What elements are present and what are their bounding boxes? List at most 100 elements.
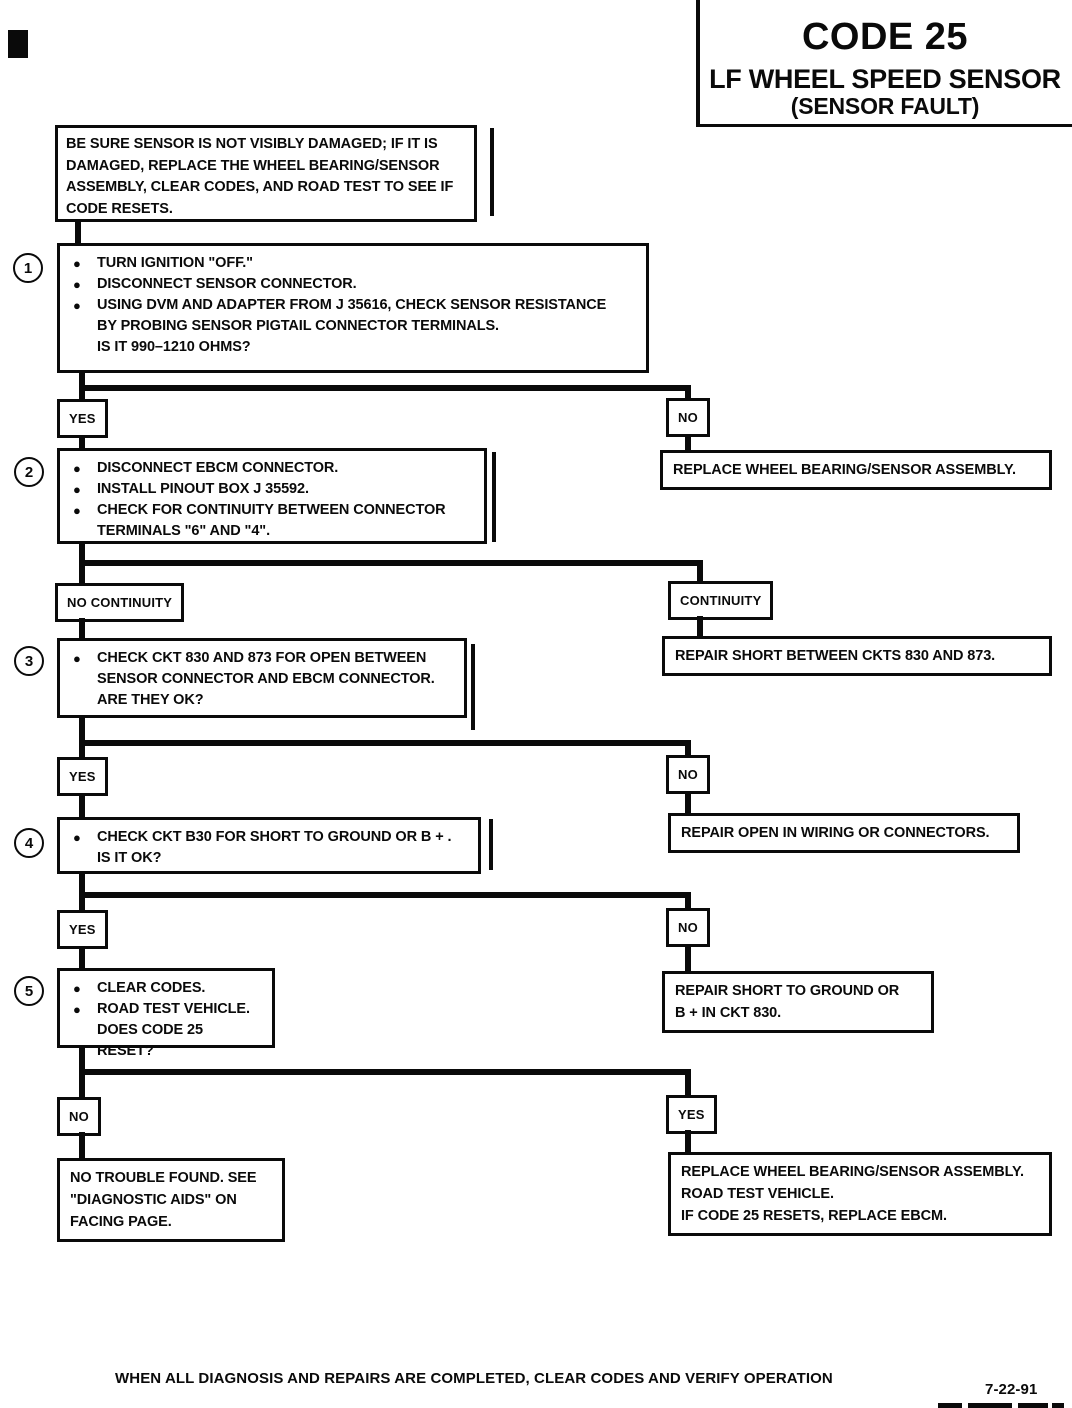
connector — [79, 566, 85, 584]
connector — [79, 385, 691, 391]
step-2-bullet-1-text: DISCONNECT EBCM CONNECTOR. — [97, 460, 339, 476]
step-3-box: ● CHECK CKT 830 AND 873 FOR OPEN BETWEEN … — [57, 638, 467, 718]
decision-4-yes: YES — [57, 910, 108, 949]
step-1-box: ● TURN IGNITION "OFF." ● DISCONNECT SENSOR… — [57, 243, 649, 373]
step-3-bullet-1-text: CHECK CKT 830 AND 873 FOR OPEN BETWEEN S… — [97, 650, 435, 708]
connector — [79, 892, 691, 898]
revision-bar — [471, 644, 475, 730]
decision-5-yes: YES — [666, 1095, 717, 1134]
bullet-icon: ● — [73, 461, 81, 476]
step-5-bullet-1: ● CLEAR CODES. — [70, 978, 262, 999]
cutoff-text-mark — [968, 1403, 1012, 1408]
bullet-icon: ● — [73, 981, 81, 996]
revision-bar — [492, 452, 496, 542]
decision-3-no: NO — [666, 755, 710, 794]
connector — [685, 391, 691, 400]
step-5-box: ● CLEAR CODES. ● ROAD TEST VEHICLE. DOES C… — [57, 968, 275, 1059]
decision-2-continuity: CONTINUITY — [668, 581, 774, 620]
connector — [79, 740, 691, 746]
connector — [79, 560, 703, 566]
step-number-4: 4 — [14, 828, 44, 858]
connector — [685, 944, 691, 973]
step-2-box: ● DISCONNECT EBCM CONNECTOR. ● INSTALL PIN… — [57, 448, 487, 544]
step-4-bullet-1: ● CHECK CKT B30 FOR SHORT TO GROUND OR B … — [70, 827, 468, 869]
step-number-2-label: 2 — [24, 463, 34, 481]
connector — [79, 1075, 85, 1098]
bullet-icon: ● — [73, 503, 81, 518]
step-1-bullet-1: ● TURN IGNITION "OFF." — [70, 253, 636, 274]
step-1-bullet-1-text: TURN IGNITION "OFF." — [97, 255, 253, 271]
connector — [685, 434, 691, 452]
step-2-bullet-2-text: INSTALL PINOUT BOX J 35592. — [97, 481, 309, 497]
page-title-line2: (SENSOR FAULT) — [790, 93, 980, 119]
connector — [79, 435, 85, 450]
connector — [697, 566, 703, 582]
decision-2-no-continuity: NO CONTINUITY — [55, 583, 185, 622]
action-no-trouble-found: NO TROUBLE FOUND. SEE "DIAGNOSTIC AIDS" … — [57, 1158, 285, 1242]
decision-5-no: NO — [57, 1097, 101, 1136]
connector — [79, 618, 85, 639]
cutoff-text-mark — [1018, 1403, 1048, 1408]
connector — [685, 791, 691, 814]
cutoff-text-mark — [938, 1403, 962, 1408]
connector — [79, 946, 85, 969]
page-title-line1: LF WHEEL SPEED SENSOR — [709, 64, 1061, 94]
bullet-icon: ● — [73, 298, 81, 313]
action-repair-open-wiring: REPAIR OPEN IN WIRING OR CONNECTORS. — [668, 813, 1020, 853]
title-box-bottom-border — [696, 124, 1072, 127]
scan-artifact — [8, 30, 28, 58]
footer-instruction: WHEN ALL DIAGNOSIS AND REPAIRS ARE COMPL… — [115, 1370, 833, 1387]
step-1-bullet-2: ● DISCONNECT SENSOR CONNECTOR. — [70, 274, 636, 295]
decision-1-yes: YES — [57, 399, 108, 438]
connector — [79, 544, 85, 566]
bullet-icon: ● — [73, 830, 81, 845]
title-box-left-border — [696, 0, 700, 127]
connector — [79, 391, 85, 401]
revision-bar — [489, 819, 493, 870]
connector — [79, 1048, 85, 1073]
step-5-bullet-2: ● ROAD TEST VEHICLE. DOES CODE 25 RESET? — [70, 999, 262, 1062]
connector — [79, 746, 85, 758]
step-number-5-label: 5 — [24, 982, 34, 1000]
decision-4-no: NO — [666, 908, 710, 947]
step-number-3: 3 — [14, 646, 44, 676]
bullet-icon: ● — [73, 256, 81, 271]
decision-1-no: NO — [666, 398, 710, 437]
step-3-bullet-1: ● CHECK CKT 830 AND 873 FOR OPEN BETWEEN … — [70, 648, 454, 711]
action-repair-short-830-873: REPAIR SHORT BETWEEN CKTS 830 AND 873. — [662, 636, 1052, 676]
step-1-bullet-3-text: USING DVM AND ADAPTER FROM J 35616, CHEC… — [97, 297, 607, 355]
bullet-icon: ● — [73, 651, 81, 666]
step-2-bullet-3: ● CHECK FOR CONTINUITY BETWEEN CONNECTOR … — [70, 500, 474, 542]
connector — [79, 874, 85, 898]
cutoff-text-mark — [1052, 1403, 1064, 1408]
connector — [79, 1132, 85, 1159]
step-1-bullet-3: ● USING DVM AND ADAPTER FROM J 35616, CHE… — [70, 295, 636, 358]
footer-date: 7-22-91 — [985, 1381, 1038, 1398]
step-4-bullet-1-text: CHECK CKT B30 FOR SHORT TO GROUND OR B +… — [97, 829, 452, 866]
connector — [79, 718, 85, 744]
action-replace-assembly: REPLACE WHEEL BEARING/SENSOR ASSEMBLY. — [660, 450, 1052, 490]
step-number-4-label: 4 — [24, 834, 34, 852]
connector — [79, 793, 85, 818]
bullet-icon: ● — [73, 1002, 81, 1017]
step-number-3-label: 3 — [24, 652, 34, 670]
step-2-bullet-2: ● INSTALL PINOUT BOX J 35592. — [70, 479, 474, 500]
connector — [685, 746, 691, 756]
action-repair-short-ground: REPAIR SHORT TO GROUND OR B + IN CKT 830… — [662, 971, 934, 1033]
connector — [697, 616, 703, 637]
step-number-2: 2 — [14, 457, 44, 487]
step-2-bullet-1: ● DISCONNECT EBCM CONNECTOR. — [70, 458, 474, 479]
connector — [79, 898, 85, 911]
step-4-box: ● CHECK CKT B30 FOR SHORT TO GROUND OR B … — [57, 817, 481, 874]
step-5-bullet-1-text: CLEAR CODES. — [97, 980, 206, 996]
step-2-bullet-3-text: CHECK FOR CONTINUITY BETWEEN CONNECTOR T… — [97, 502, 446, 539]
step-number-1: 1 — [13, 253, 43, 283]
step-1-bullet-2-text: DISCONNECT SENSOR CONNECTOR. — [97, 276, 357, 292]
connector — [79, 373, 85, 387]
bullet-icon: ● — [73, 482, 81, 497]
connector — [79, 1069, 691, 1075]
bullet-icon: ● — [73, 277, 81, 292]
step-5-bullet-2-text: ROAD TEST VEHICLE. DOES CODE 25 RESET? — [97, 1001, 250, 1059]
step-number-1-label: 1 — [23, 259, 33, 277]
